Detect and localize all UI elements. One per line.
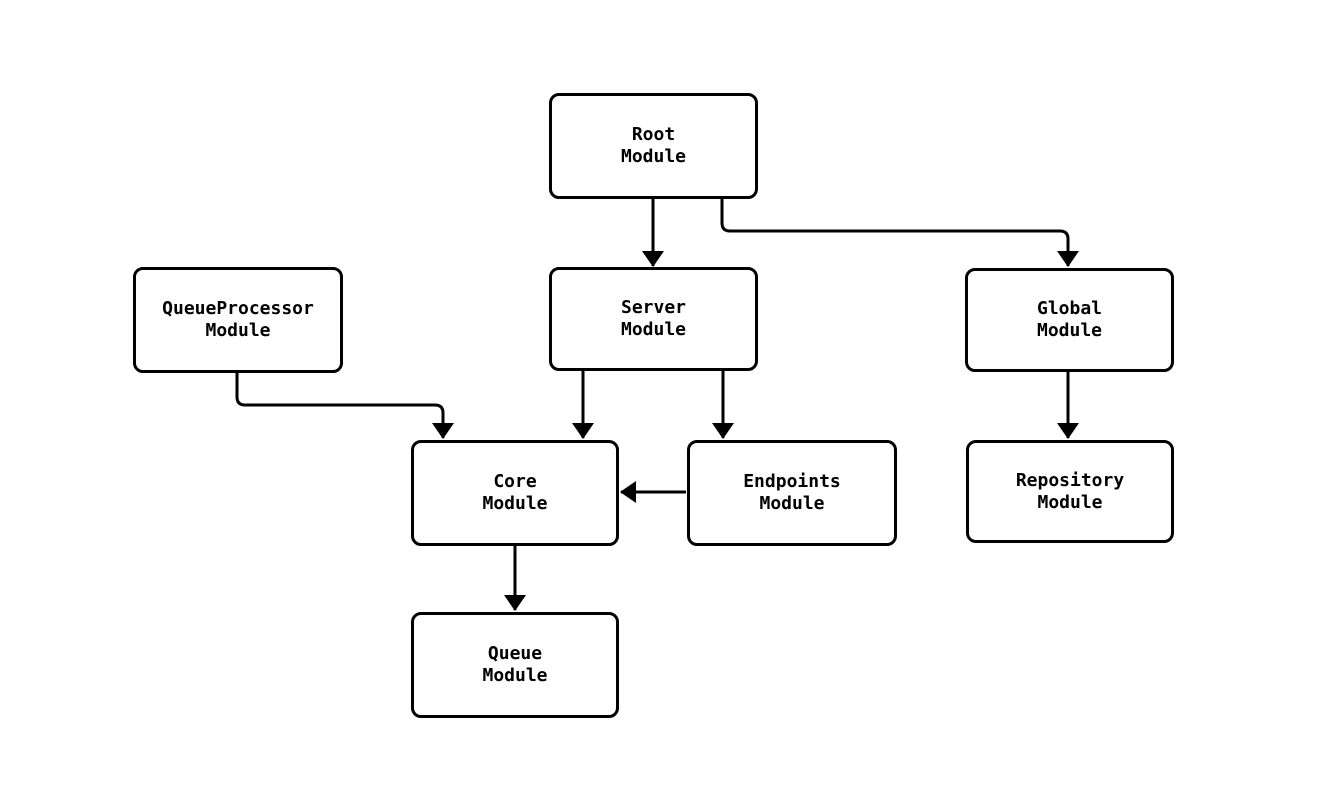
node-label-line: Core — [493, 471, 537, 492]
edge-root-to-global-arrow — [720, 199, 1079, 267]
node-global-module: Global Module — [965, 268, 1174, 372]
node-label-line: Server — [620, 297, 687, 318]
node-label-line: Repository — [1015, 469, 1125, 491]
node-label-line: Module — [482, 493, 548, 514]
node-label-line: Module — [1037, 491, 1103, 513]
node-core-module: Core Module — [411, 440, 619, 546]
node-endpoints-module: Endpoints Module — [687, 440, 897, 546]
node-label-line: Global — [1036, 298, 1103, 319]
node-label-line: QueueProcessor — [162, 298, 314, 319]
node-label-line: Module — [1036, 320, 1103, 341]
node-queueprocessor-module: QueueProcessor Module — [133, 267, 343, 373]
node-label-line: Module — [620, 319, 687, 340]
node-server-module: Server Module — [549, 267, 758, 371]
node-label-line: Module — [759, 493, 825, 514]
node-root-module: Root Module — [549, 93, 758, 199]
node-queue-module: Queue Module — [411, 612, 619, 718]
node-repository-module: Repository Module — [966, 440, 1174, 543]
node-label-line: Module — [482, 665, 548, 686]
node-label-line: Queue — [487, 643, 543, 664]
edge-queueprocessor-to-core-arrow — [235, 373, 454, 439]
node-label-line: Module — [205, 320, 271, 341]
node-label-line: Root — [631, 124, 676, 145]
node-label-line: Endpoints — [743, 471, 841, 492]
node-label-line: Module — [620, 146, 687, 167]
